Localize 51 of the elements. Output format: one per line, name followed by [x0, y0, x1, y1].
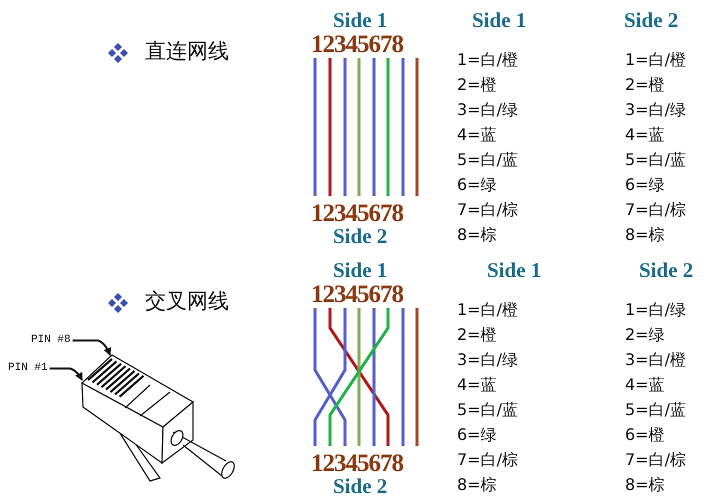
pin-color-entry: 3=白/橙	[625, 352, 686, 368]
side-label: Side 1	[333, 260, 388, 281]
pin-color-entry: 3=白/绿	[625, 102, 686, 118]
pin-color-entry: 2=橙	[457, 77, 497, 93]
pin-color-entry: 8=棕	[457, 227, 497, 243]
column-heading: Side 2	[639, 260, 694, 281]
pin-color-entry: 4=蓝	[625, 377, 665, 393]
pin-color-entry: 6=绿	[457, 177, 497, 193]
pin-color-entry: 3=白/绿	[457, 352, 518, 368]
pin-color-entry: 7=白/棕	[457, 452, 518, 468]
column-heading: Side 1	[472, 10, 526, 31]
pin-color-entry: 7=白/棕	[625, 452, 686, 468]
pin-color-entry: 1=白/绿	[625, 302, 686, 318]
pin-color-entry: 5=白/蓝	[625, 152, 686, 168]
pin-numbers: 12345678	[311, 282, 403, 307]
pin-color-entry: 1=白/橙	[457, 302, 518, 318]
section-heading: 交叉网线	[145, 291, 229, 312]
pin-numbers: 12345678	[311, 451, 403, 476]
pin-color-entry: 2=绿	[625, 327, 665, 343]
pin-color-entry: 5=白/蓝	[625, 402, 686, 418]
side-label: Side 2	[333, 226, 388, 247]
pin-label: PIN #8	[31, 335, 71, 346]
pin-color-entry: 6=绿	[457, 427, 497, 443]
pin-color-entry: 7=白/棕	[625, 202, 686, 218]
side-label: Side 1	[333, 10, 388, 31]
column-heading: Side 2	[624, 10, 678, 31]
pin-color-entry: 6=绿	[625, 177, 665, 193]
pin-color-entry: 1=白/橙	[457, 52, 518, 68]
pin-color-entry: 4=蓝	[625, 127, 665, 143]
side-label: Side 2	[333, 476, 388, 497]
pin-color-entry: 4=蓝	[457, 127, 497, 143]
pin-color-entry: 2=橙	[457, 327, 497, 343]
pin-color-entry: 1=白/橙	[625, 52, 686, 68]
pin-color-entry: 5=白/蓝	[457, 402, 518, 418]
pin-numbers: 12345678	[311, 201, 403, 226]
pin-label: PIN #1	[8, 363, 48, 374]
pin-color-entry: 7=白/棕	[457, 202, 518, 218]
pin-color-entry: 8=棕	[457, 477, 497, 493]
pin-color-entry: 8=棕	[625, 477, 665, 493]
rj45-plug-drawing	[80, 354, 235, 482]
pin-color-entry: 6=橙	[625, 427, 665, 443]
pin-color-entry: 5=白/蓝	[457, 152, 518, 168]
column-heading: Side 1	[487, 260, 542, 281]
pin-numbers: 12345678	[311, 32, 403, 57]
leader-arrow	[72, 340, 111, 356]
pin-color-entry: 2=橙	[625, 77, 665, 93]
leader-arrow	[50, 368, 83, 381]
pin-color-entry: 4=蓝	[457, 377, 497, 393]
pin-color-entry: 3=白/绿	[457, 102, 518, 118]
section-heading: 直连网线	[145, 41, 229, 62]
pin-color-entry: 8=棕	[625, 227, 665, 243]
